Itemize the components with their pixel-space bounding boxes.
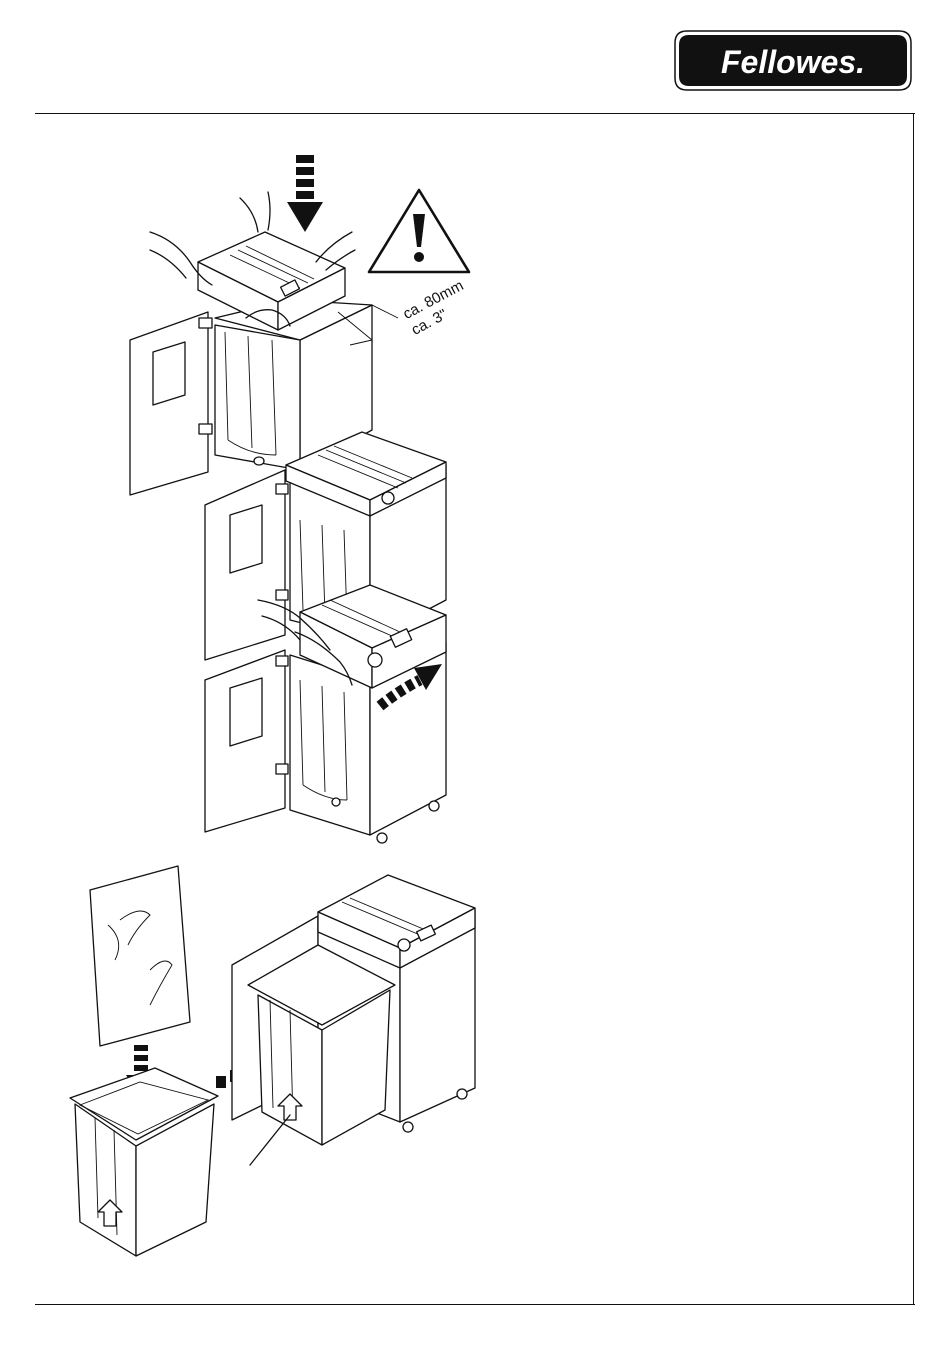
step-5-insert-bin xyxy=(216,875,475,1165)
dashed-arrow-icon xyxy=(287,155,323,232)
callout-leader-line xyxy=(250,1115,290,1165)
warning-triangle-icon xyxy=(369,190,469,272)
step-4-bin-bag xyxy=(70,866,218,1256)
